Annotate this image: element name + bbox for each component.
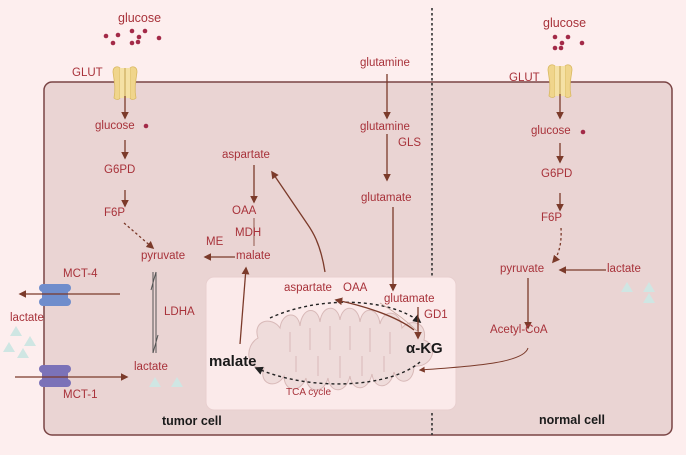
glutamate-label-cytosol: glutamate — [361, 192, 412, 204]
glucose-dot-right-intracellular — [580, 129, 586, 135]
ldha-label: LDHA — [164, 306, 195, 318]
gls-label: GLS — [398, 137, 422, 149]
mct1-label: MCT-1 — [63, 389, 98, 401]
oaa-label: OAA — [232, 205, 257, 217]
acetyl-coa-label: Acetyl-CoA — [490, 324, 548, 336]
glut-transporter-left-icon — [112, 66, 138, 100]
mct1-transporter-icon — [39, 365, 71, 387]
mdh-label: MDH — [235, 227, 262, 239]
aspartate-label: aspartate — [222, 149, 270, 161]
tumor-cell-title: tumor cell — [162, 414, 222, 428]
glutamine-arrows — [383, 74, 422, 340]
tca-cycle-label: TCA cycle — [286, 387, 332, 398]
glut-transporter-right-icon — [547, 64, 573, 98]
lactate-triangles-normal — [621, 282, 655, 303]
f6p-label-normal: F6P — [541, 212, 563, 224]
glut-label-normal: GLUT — [509, 72, 540, 84]
cell-membrane — [43, 81, 673, 436]
glucose-dots-left — [103, 28, 162, 46]
tumor-glycolysis-arrows — [15, 96, 235, 381]
glutamine-label: glutamine — [360, 121, 410, 133]
glucose-label-normal: glucose — [531, 125, 571, 137]
aspartate-malate-arrows — [239, 165, 326, 345]
normal-cell-title: normal cell — [539, 413, 605, 427]
aspartate-label-mito: aspartate — [284, 282, 332, 294]
ldha-reversible-arrow — [150, 271, 159, 354]
tca-arrow-top — [269, 301, 422, 324]
glucose-label-tumor: glucose — [95, 120, 135, 132]
malate-label-cytosol: malate — [236, 250, 271, 262]
pyruvate-label-normal: pyruvate — [500, 263, 545, 275]
extracellular-glucose-label-tumor: glucose — [118, 11, 162, 25]
glucose-dots-right — [552, 34, 585, 51]
malate-label-mito: malate — [209, 353, 257, 370]
glut-label-tumor: GLUT — [72, 67, 103, 79]
lactate-label-tumor: lactate — [134, 361, 168, 373]
oaa-link-line — [379, 302, 419, 333]
lactate-triangles-tumor — [149, 377, 183, 387]
extracellular-glucose-label-normal: glucose — [543, 16, 587, 30]
lactate-label-normal: lactate — [607, 263, 641, 275]
mct4-label: MCT-4 — [63, 268, 98, 280]
g6pd-label-tumor: G6PD — [104, 164, 136, 176]
lactate-triangles-extracellular — [3, 326, 36, 358]
oaa-label-mito: OAA — [343, 282, 368, 294]
pyruvate-label-tumor: pyruvate — [141, 250, 186, 262]
f6p-label-tumor: F6P — [104, 207, 126, 219]
normal-glycolysis-arrows — [418, 94, 606, 373]
me-enzyme-label: ME — [206, 236, 224, 248]
extracellular-lactate-label: lactate — [10, 312, 44, 324]
g6pd-label-normal: G6PD — [541, 168, 573, 180]
extracellular-glutamine-label: glutamine — [360, 57, 410, 69]
glucose-dot-left-intracellular — [143, 123, 149, 129]
gd1-label: GD1 — [424, 309, 448, 321]
cristae — [289, 326, 391, 378]
akg-to-aspartate-arrow — [334, 297, 415, 331]
glutamate-label-mito: glutamate — [384, 293, 435, 305]
mct4-transporter-icon — [39, 284, 71, 306]
akg-label: α-KG — [406, 340, 443, 357]
